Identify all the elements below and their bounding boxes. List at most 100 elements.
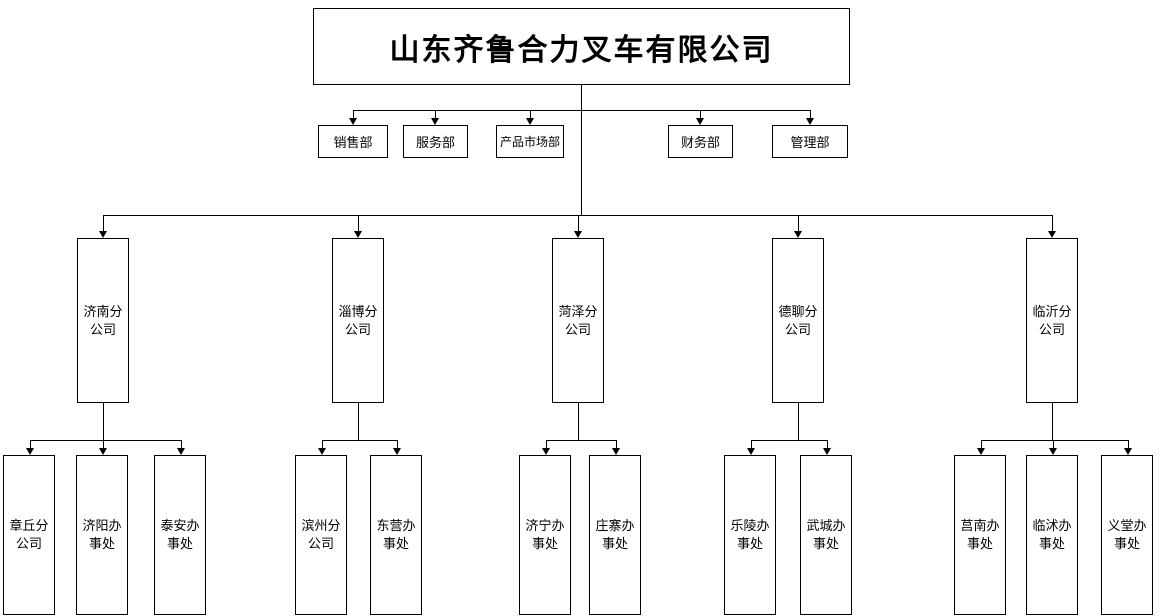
branch-label: 淄博分 公司 — [338, 303, 378, 337]
dept-label: 销售部 — [333, 135, 373, 150]
connector-line — [981, 440, 982, 450]
connector-line — [616, 440, 617, 450]
office-linshu: 临沭办 事处 — [1026, 455, 1078, 615]
connector-line — [181, 440, 182, 450]
office-label: 滨州分 公司 — [301, 518, 341, 551]
connector-line — [353, 110, 811, 111]
connector-line — [581, 85, 582, 215]
connector-line — [981, 440, 1128, 441]
connector-line — [1053, 440, 1054, 450]
arrow-down-icon — [1124, 448, 1132, 455]
dept-label: 服务部 — [415, 135, 455, 150]
dept-label: 管理部 — [790, 135, 830, 150]
connector-line — [103, 440, 104, 450]
arrow-down-icon — [177, 448, 185, 455]
arrow-down-icon — [26, 448, 34, 455]
arrow-down-icon — [977, 448, 985, 455]
connector-line — [530, 110, 531, 122]
arrow-down-icon — [393, 448, 401, 455]
arrow-down-icon — [794, 231, 802, 238]
dept-management: 管理部 — [772, 125, 848, 158]
office-wucheng: 武城办 事处 — [800, 455, 852, 615]
dept-sales: 销售部 — [318, 125, 388, 158]
office-label: 乐陵办 事处 — [730, 518, 770, 551]
office-taian: 泰安办 事处 — [154, 455, 206, 615]
branch-zibo: 淄博分 公司 — [332, 238, 384, 403]
branch-jinan: 济南分 公司 — [77, 238, 129, 403]
connector-line — [322, 440, 323, 450]
dept-service: 服务部 — [403, 125, 468, 158]
office-jiyang: 济阳办 事处 — [76, 455, 128, 615]
connector-line — [358, 403, 359, 440]
connector-line — [578, 403, 579, 440]
office-zhuangzhai: 庄寨办 事处 — [589, 455, 641, 615]
office-yitang: 义堂办 事处 — [1101, 455, 1153, 615]
branch-linyi: 临沂分 公司 — [1026, 238, 1078, 403]
arrow-down-icon — [354, 231, 362, 238]
arrow-down-icon — [99, 231, 107, 238]
arrow-down-icon — [823, 448, 831, 455]
office-label: 东营办 事处 — [376, 518, 416, 551]
office-dongying: 东营办 事处 — [370, 455, 422, 615]
connector-line — [353, 110, 354, 122]
connector-line — [798, 403, 799, 440]
branch-label: 德聊分 公司 — [778, 303, 818, 337]
office-label: 莒南办 事处 — [960, 518, 1000, 551]
dept-label: 财务部 — [680, 135, 720, 150]
office-label: 济宁办 事处 — [525, 518, 565, 551]
arrow-down-icon — [806, 118, 814, 125]
branch-heze: 菏泽分 公司 — [552, 238, 604, 403]
office-zhangqiu: 章丘分 公司 — [3, 455, 55, 615]
branch-deliao: 德聊分 公司 — [772, 238, 824, 403]
connector-line — [322, 440, 397, 441]
dept-label: 产品市场部 — [499, 135, 560, 149]
branch-label: 菏泽分 公司 — [558, 303, 598, 337]
connector-line — [546, 440, 547, 450]
arrow-down-icon — [431, 118, 439, 125]
arrow-down-icon — [747, 448, 755, 455]
office-leling: 乐陵办 事处 — [724, 455, 776, 615]
arrow-down-icon — [696, 118, 704, 125]
connector-line — [30, 440, 31, 450]
office-label: 庄寨办 事处 — [595, 518, 635, 551]
office-label: 义堂办 事处 — [1107, 518, 1147, 551]
office-label: 泰安办 事处 — [160, 518, 200, 551]
office-jining: 济宁办 事处 — [519, 455, 571, 615]
connector-line — [1128, 440, 1129, 450]
connector-line — [798, 215, 799, 233]
office-label: 章丘分 公司 — [9, 518, 49, 551]
arrow-down-icon — [99, 448, 107, 455]
connector-line — [578, 215, 579, 233]
connector-line — [103, 215, 1052, 216]
company-title-box: 山东齐鲁合力叉车有限公司 — [313, 8, 850, 85]
office-label: 济阳办 事处 — [82, 518, 122, 551]
connector-line — [103, 403, 104, 440]
connector-line — [30, 440, 181, 441]
arrow-down-icon — [1048, 231, 1056, 238]
dept-product-marketing: 产品市场部 — [496, 125, 564, 158]
branch-label: 临沂分 公司 — [1032, 303, 1072, 337]
arrow-down-icon — [542, 448, 550, 455]
connector-line — [358, 215, 359, 233]
connector-line — [751, 440, 752, 450]
connector-line — [827, 440, 828, 450]
connector-line — [1052, 403, 1053, 440]
connector-line — [435, 110, 436, 122]
connector-line — [103, 215, 104, 233]
company-title: 山东齐鲁合力叉车有限公司 — [389, 33, 774, 67]
connector-line — [1052, 215, 1053, 233]
arrow-down-icon — [1049, 448, 1057, 455]
connector-line — [810, 110, 811, 122]
connector-line — [700, 110, 701, 122]
connector-line — [546, 440, 616, 441]
arrow-down-icon — [349, 118, 357, 125]
dept-finance: 财务部 — [668, 125, 733, 158]
office-junan: 莒南办 事处 — [954, 455, 1006, 615]
arrow-down-icon — [526, 118, 534, 125]
office-label: 武城办 事处 — [806, 518, 846, 551]
arrow-down-icon — [318, 448, 326, 455]
connector-line — [397, 440, 398, 450]
connector-line — [751, 440, 827, 441]
branch-label: 济南分 公司 — [83, 303, 123, 337]
